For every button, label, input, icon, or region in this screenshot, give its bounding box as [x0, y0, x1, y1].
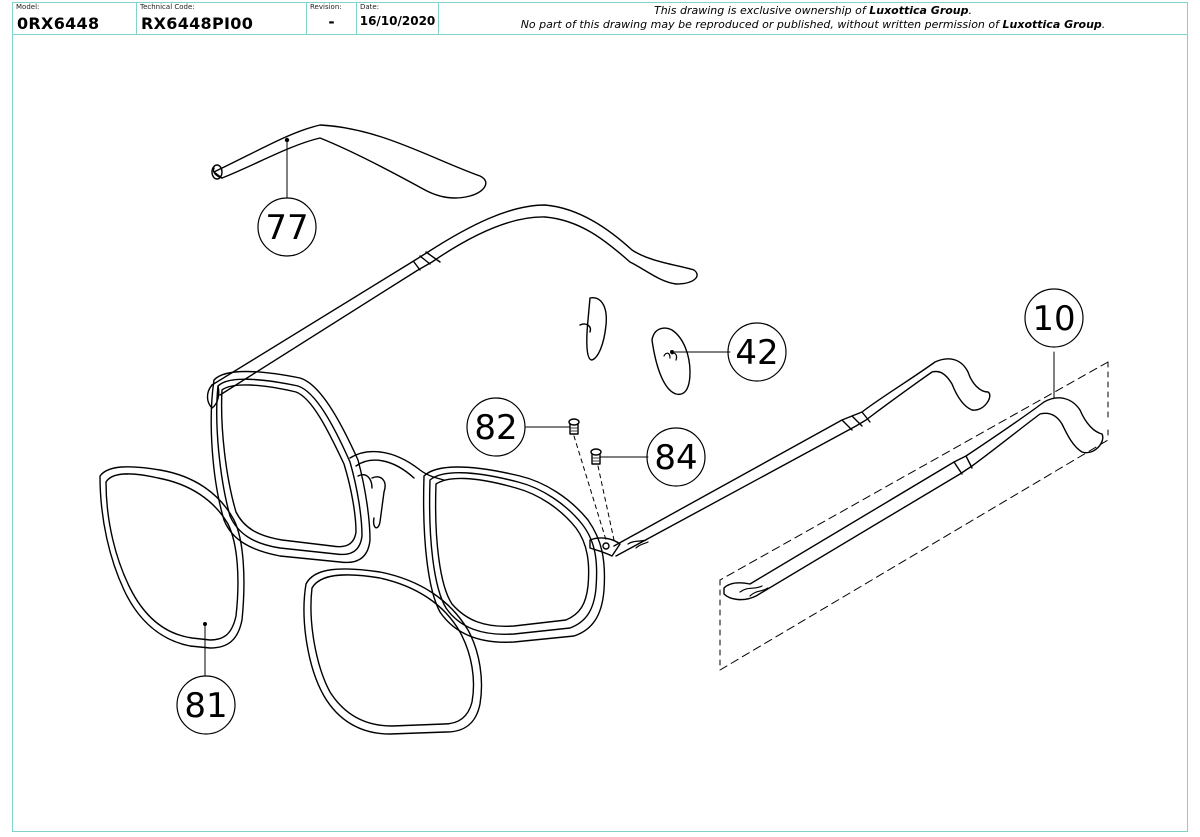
revision-cell: Revision: - — [307, 3, 357, 34]
callout-42 — [727, 322, 787, 382]
temple-tip-part — [211, 124, 487, 199]
callout-81-label: 81 — [184, 686, 227, 726]
date-value: 16/10/2020 — [359, 14, 436, 28]
company-name: Luxottica Group — [869, 4, 969, 17]
ownership-notice: This drawing is exclusive ownership of L… — [439, 3, 1187, 35]
temple-assembly-part — [719, 351, 1109, 671]
callout-10 — [1024, 288, 1084, 348]
technical-code-value: RX6448PI00 — [141, 14, 254, 33]
drawing-sheet: Model: 0RX6448 Technical Code: RX6448PI0… — [12, 2, 1188, 832]
callout-84 — [646, 427, 706, 487]
company-name: Luxottica Group — [1002, 18, 1102, 31]
left-temple — [211, 204, 698, 396]
date-cell: Date: 16/10/2020 — [357, 3, 439, 34]
nose-pad-part — [579, 297, 731, 396]
callout-82-label: 82 — [474, 408, 517, 448]
callout-81 — [176, 675, 236, 735]
model-value: 0RX6448 — [17, 14, 100, 33]
technical-code-caption: Technical Code: — [140, 3, 195, 11]
callout-84-label: 84 — [654, 438, 697, 478]
callout-77 — [257, 197, 317, 257]
notice-line-2: No part of this drawing may be reproduce… — [520, 18, 1106, 31]
callout-42-label: 42 — [735, 333, 778, 373]
callout-77-label: 77 — [265, 208, 308, 248]
callout-82 — [466, 397, 526, 457]
model-caption: Model: — [16, 3, 40, 11]
model-cell: Model: 0RX6448 — [13, 3, 137, 34]
revision-caption: Revision: — [310, 3, 342, 11]
front-frame — [206, 370, 621, 643]
revision-value: - — [328, 13, 335, 31]
technical-code-cell: Technical Code: RX6448PI00 — [137, 3, 307, 34]
demo-lens-left — [99, 466, 245, 677]
callout-10-label: 10 — [1032, 299, 1075, 339]
right-temple — [613, 358, 991, 557]
date-caption: Date: — [360, 3, 380, 11]
demo-lens-right — [303, 568, 483, 735]
title-block: Model: 0RX6448 Technical Code: RX6448PI0… — [13, 3, 1187, 35]
hinge-screw-parts — [525, 418, 649, 541]
notice-line-1: This drawing is exclusive ownership of L… — [653, 4, 973, 17]
